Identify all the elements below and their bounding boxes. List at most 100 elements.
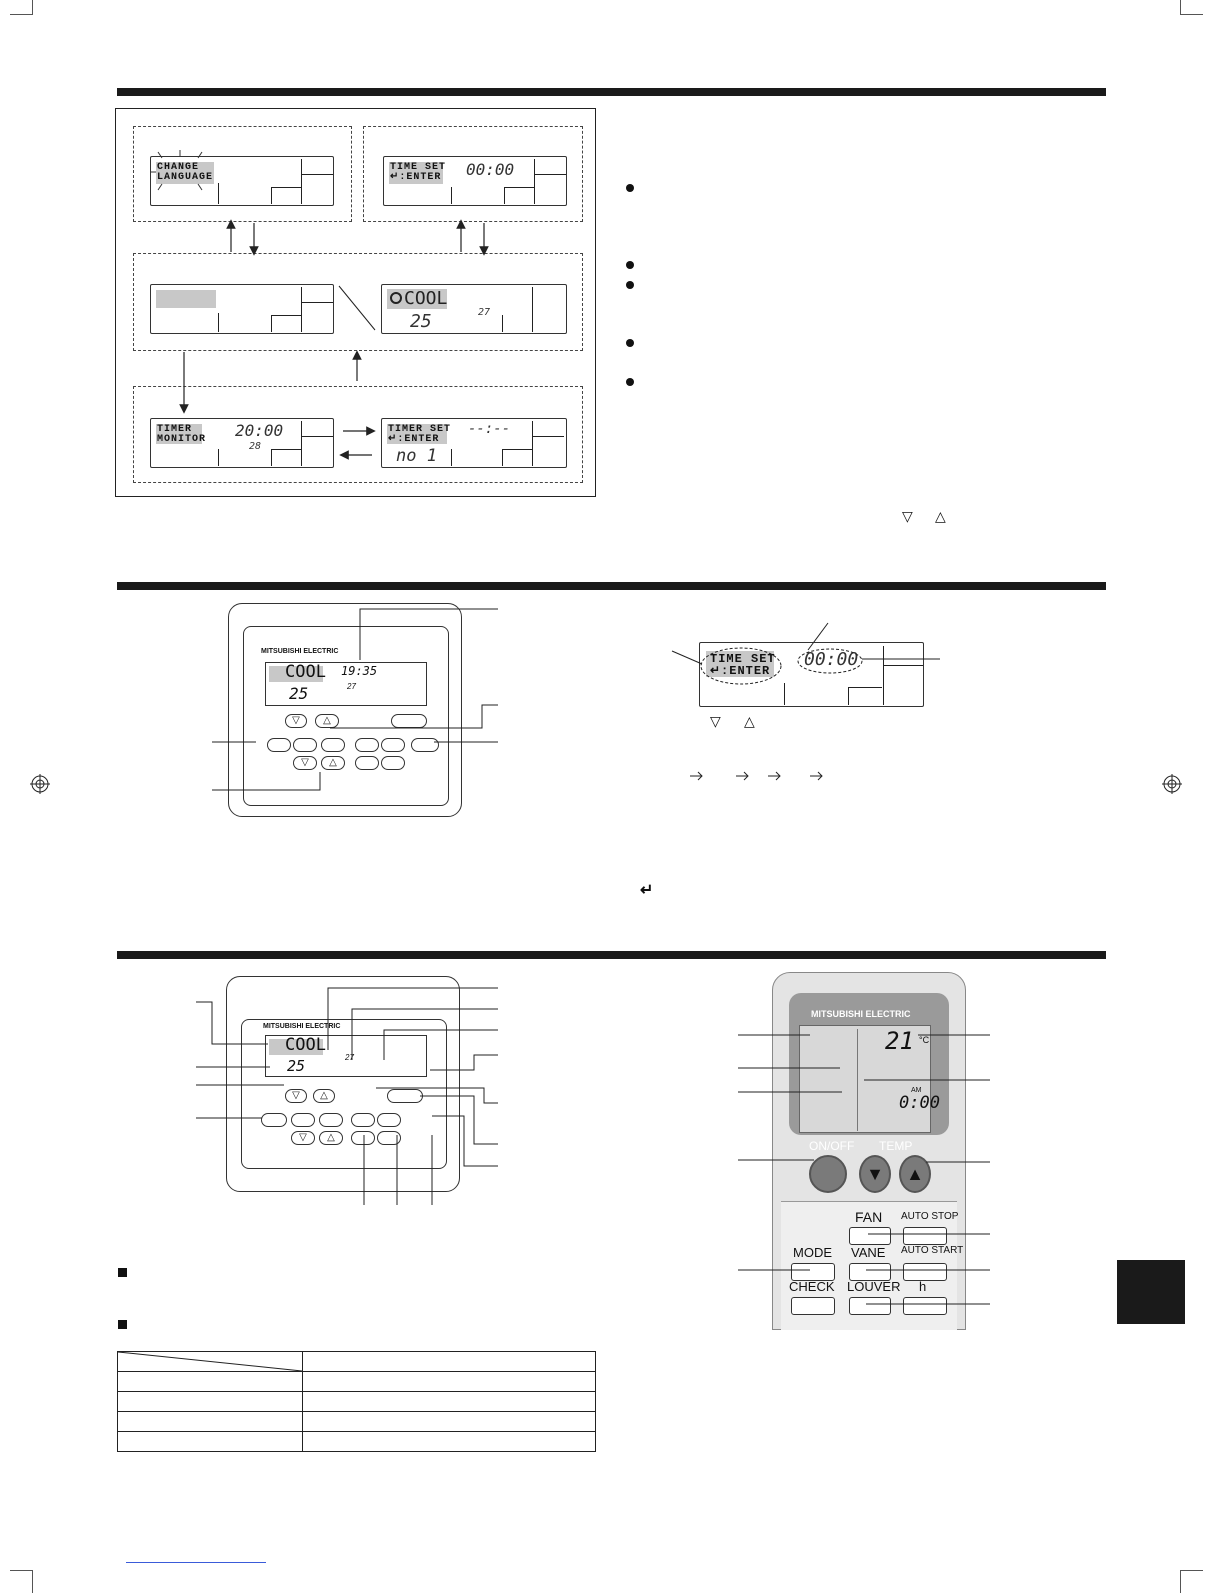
remote-on-off-button[interactable]: [809, 1155, 847, 1193]
remote-lcd: [799, 1025, 931, 1133]
remote-auto-stop-button[interactable]: [903, 1227, 947, 1245]
up-arrow-symbol: △: [935, 508, 946, 524]
remote-am: AM: [911, 1087, 922, 1094]
crop-mark-top-right: [1180, 0, 1203, 15]
settings-table: [117, 1351, 596, 1452]
timer-menu-button[interactable]: [293, 738, 317, 752]
lcd-text-line2: ↵:ENTER: [710, 664, 771, 678]
remote-mode-button[interactable]: [791, 1263, 835, 1281]
ctrl-room-temp: 27: [345, 1053, 354, 1062]
vane-button[interactable]: [377, 1113, 401, 1127]
test-button[interactable]: [381, 756, 405, 770]
brand-label: MITSUBISHI ELECTRIC: [261, 648, 339, 655]
section-rule-1: [117, 88, 1106, 96]
remote-fan-button[interactable]: [849, 1227, 891, 1245]
louver-button[interactable]: [351, 1131, 375, 1145]
group-time-set: [363, 126, 583, 222]
sequence-arrows: [690, 771, 823, 781]
lcd-time: 00:00: [804, 649, 859, 670]
bullet-2: [626, 261, 634, 269]
timer-on-off-button[interactable]: [319, 1113, 343, 1127]
lcd-change-language: CHANGE LANGUAGE: [150, 156, 334, 206]
time-down-button[interactable]: ▽: [293, 756, 317, 770]
lcd-mode: COOL: [404, 288, 448, 309]
square-bullet-2: [118, 1320, 127, 1329]
remote-temp-unit: °C: [919, 1035, 930, 1045]
diagonal-separator: [338, 285, 376, 331]
lcd-timer-monitor: TIMER MONITOR 20:00 28: [150, 418, 334, 468]
registration-mark-right: [1162, 774, 1182, 794]
remote-h-label: h: [919, 1279, 927, 1294]
lcd-blank: [150, 284, 334, 334]
time-up-button[interactable]: △: [319, 1131, 343, 1145]
flow-diagram-frame: [115, 108, 596, 497]
time-up-button[interactable]: △: [321, 756, 345, 770]
lcd-cool-mode: COOL 25 27: [381, 284, 567, 334]
registration-mark-left: [30, 774, 50, 794]
fan-speed-button[interactable]: [355, 738, 379, 752]
up-arrow-symbol-2: △: [744, 713, 755, 729]
lcd-text-line1: TIME SET: [390, 162, 447, 173]
timer-mode-button[interactable]: [321, 738, 345, 752]
lcd-text-line1: TIMER SET: [388, 424, 452, 435]
remote-check-button[interactable]: [791, 1297, 835, 1315]
temp-down-button[interactable]: ▽: [285, 1089, 307, 1103]
bullet-5: [626, 378, 634, 386]
lcd-set-temp: 25: [410, 311, 432, 332]
fan-speed-button[interactable]: [351, 1113, 375, 1127]
remote-temp-down-button[interactable]: ▼: [859, 1155, 891, 1193]
remote-louver-button[interactable]: [849, 1297, 891, 1315]
group-change-language: [133, 126, 352, 222]
mode-button[interactable]: [267, 738, 291, 752]
temp-up-button[interactable]: △: [313, 1089, 335, 1103]
time-down-button[interactable]: ▽: [291, 1131, 315, 1145]
crop-mark-bottom-right: [1180, 1570, 1203, 1593]
lcd-temp: 28: [249, 441, 262, 452]
remote-mode-label: MODE: [793, 1245, 832, 1260]
lcd-time-set-detail: TIME SET ↵:ENTER 00:00: [699, 642, 924, 707]
remote-louver-label: LOUVER: [847, 1279, 901, 1294]
lcd-time: 00:00: [466, 160, 515, 179]
lcd-text-line1: CHANGE: [157, 162, 200, 173]
wired-controller-3: MITSUBISHI ELECTRIC COOL 25 27 ▽ △ ▽ △: [226, 976, 460, 1192]
sun-icon: [390, 292, 402, 304]
crop-mark-top-left: [10, 0, 33, 15]
lcd-text-line2: ↵:ENTER: [388, 434, 440, 445]
ctrl-set-temp: 25: [287, 1057, 306, 1075]
ventilation-button[interactable]: [377, 1131, 401, 1145]
ctrl-mode: COOL: [285, 662, 326, 682]
louver-button[interactable]: [355, 756, 379, 770]
remote-temp-label: TEMP: [879, 1139, 913, 1153]
lcd-time: 20:00: [235, 421, 284, 440]
temp-up-button[interactable]: △: [315, 714, 339, 728]
ctrl-room-temp: 27: [347, 682, 356, 691]
timer-menu-button[interactable]: [291, 1113, 315, 1127]
remote-fan-label: FAN: [855, 1209, 883, 1225]
bullet-1: [626, 184, 634, 192]
enter-symbol: ↵: [640, 882, 654, 899]
lcd-text-line2: LANGUAGE: [157, 172, 214, 183]
footer-underline: [126, 1562, 266, 1563]
remote-h-button[interactable]: [903, 1297, 947, 1315]
lcd-time: --:--: [468, 421, 511, 437]
remote-auto-start-button[interactable]: [903, 1263, 947, 1281]
remote-temp: 21: [885, 1027, 914, 1055]
enter-button[interactable]: [411, 738, 439, 752]
temp-down-button[interactable]: ▽: [285, 714, 307, 728]
mode-button[interactable]: [261, 1113, 287, 1127]
brand-label: MITSUBISHI ELECTRIC: [263, 1023, 341, 1030]
remote-vane-button[interactable]: [849, 1263, 891, 1281]
square-bullet-1: [118, 1268, 127, 1277]
remote-temp-up-button[interactable]: ▲: [899, 1155, 931, 1193]
side-tab: [1117, 1260, 1185, 1324]
vane-button[interactable]: [381, 738, 405, 752]
lcd-timer-set: TIMER SET ↵:ENTER --:-- no 1: [381, 418, 567, 468]
remote-vane-label: VANE: [851, 1245, 886, 1260]
remote-time: 0:00: [899, 1093, 940, 1113]
bullet-4: [626, 339, 634, 347]
lcd-number: no 1: [396, 446, 437, 466]
